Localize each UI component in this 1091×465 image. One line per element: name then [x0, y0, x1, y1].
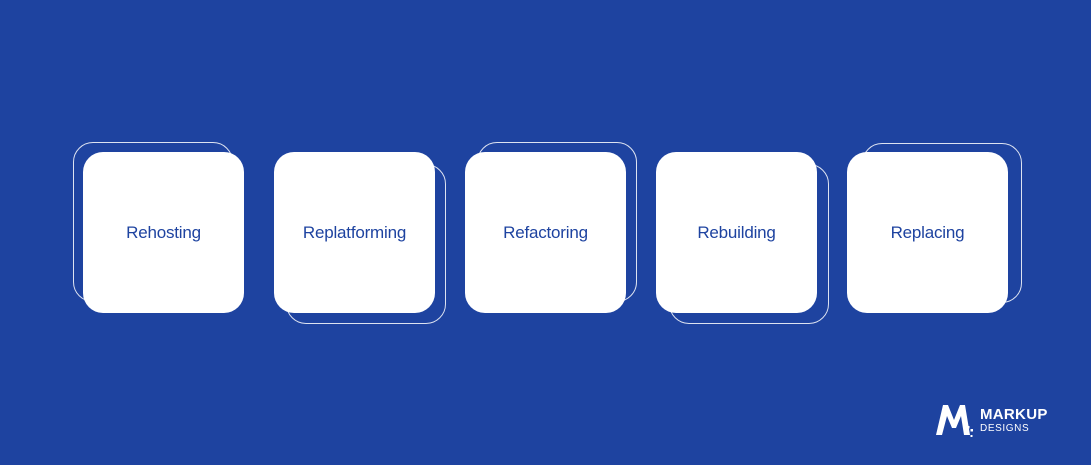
step-card-replatforming: Replatforming	[274, 152, 435, 313]
step-label: Rehosting	[126, 222, 201, 242]
brand-sub: DESIGNS	[980, 422, 1030, 434]
step-card-rebuilding: Rebuilding	[656, 152, 817, 313]
brand-name: MARKUP	[980, 405, 1048, 423]
brand-text: MARKUP DESIGNS	[980, 407, 1048, 434]
step-label: Replacing	[890, 222, 965, 242]
brand-logo: MARKUP DESIGNS	[934, 402, 1048, 438]
m-letter-icon	[936, 405, 973, 437]
step-card-refactoring: Refactoring	[465, 152, 626, 313]
step-label: Replatforming	[302, 222, 407, 242]
step-label: Rebuilding	[697, 222, 776, 242]
step-label: Refactoring	[503, 222, 588, 242]
step-card-rehosting: Rehosting	[83, 152, 244, 313]
step-card-replacing: Replacing	[847, 152, 1008, 313]
